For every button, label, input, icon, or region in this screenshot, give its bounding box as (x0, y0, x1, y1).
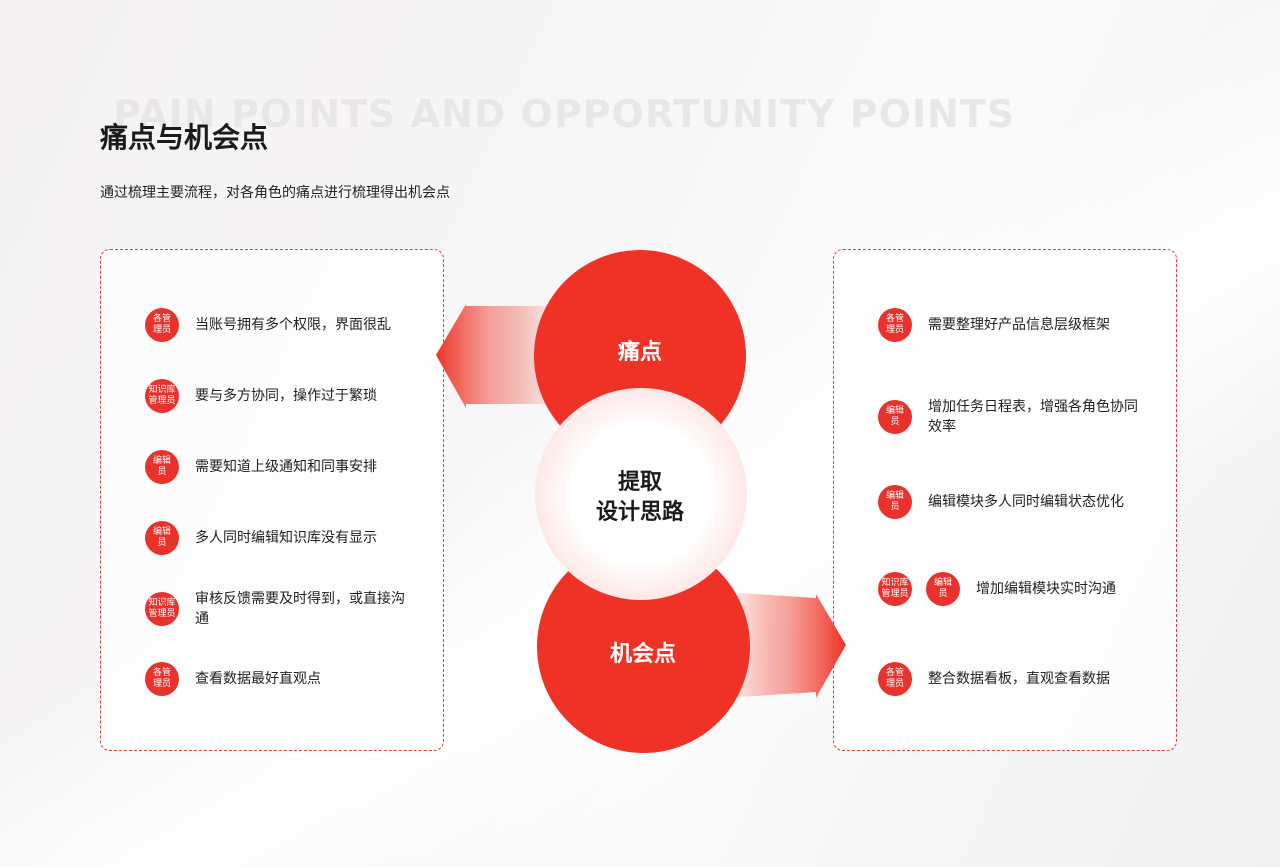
pain-point-text: 审核反馈需要及时得到，或直接沟通 (195, 591, 405, 627)
pain-point-item: 各管理员 查看数据最好直观点 (145, 662, 410, 696)
pain-point-item: 知识库管理员 要与多方协同，操作过于繁琐 (145, 379, 410, 413)
page-title: 痛点与机会点 (100, 121, 269, 154)
pain-point-text: 多人同时编辑知识库没有显示 (195, 530, 377, 546)
role-badge: 知识库管理员 (145, 592, 179, 626)
opportunity-circle-label: 机会点 (609, 642, 676, 667)
page-subtitle: 通过梳理主要流程，对各角色的痛点进行梳理得出机会点 (100, 185, 450, 201)
role-badge: 编辑员 (145, 521, 179, 555)
design-thinking-label: 提取 设计思路 (560, 468, 720, 528)
pain-point-text: 要与多方协同，操作过于繁琐 (195, 388, 377, 404)
pain-point-item: 编辑员 多人同时编辑知识库没有显示 (145, 521, 410, 555)
opportunity-text: 增加任务日程表，增强各角色协同效率 (928, 399, 1138, 435)
opportunity-item: 知识库管理员 编辑员 增加编辑模块实时沟通 (878, 572, 1146, 606)
left-arrow-icon (436, 304, 560, 408)
role-badge: 知识库管理员 (878, 572, 912, 606)
design-thinking-circle (535, 388, 747, 600)
pain-point-text: 需要知道上级通知和同事安排 (195, 459, 377, 475)
opportunity-text: 需要整理好产品信息层级框架 (928, 317, 1110, 333)
role-badge: 各管理员 (145, 662, 179, 696)
pain-point-item: 编辑员 需要知道上级通知和同事安排 (145, 450, 410, 484)
role-badge: 各管理员 (878, 662, 912, 696)
right-arrow-icon (725, 592, 846, 698)
design-thinking-line2: 设计思路 (595, 500, 684, 525)
opportunity-text: 编辑模块多人同时编辑状态优化 (928, 494, 1124, 510)
pain-point-item: 知识库管理员 审核反馈需要及时得到，或直接沟通 (145, 589, 410, 629)
pain-point-text: 当账号拥有多个权限，界面很乱 (195, 317, 391, 333)
opportunity-item: 编辑员 增加任务日程表，增强各角色协同效率 (878, 397, 1143, 437)
opportunity-item: 编辑员 编辑模块多人同时编辑状态优化 (878, 485, 1143, 519)
role-badge: 编辑员 (878, 485, 912, 519)
opportunities-panel: 各管理员 需要整理好产品信息层级框架 编辑员 增加任务日程表，增强各角色协同效率… (833, 249, 1177, 751)
opportunity-text: 增加编辑模块实时沟通 (976, 581, 1116, 597)
pain-points-panel: 各管理员 当账号拥有多个权限，界面很乱 知识库管理员 要与多方协同，操作过于繁琐… (100, 249, 444, 751)
role-badge: 编辑员 (878, 400, 912, 434)
opportunity-item: 各管理员 整合数据看板，直观查看数据 (878, 662, 1143, 696)
opportunity-item: 各管理员 需要整理好产品信息层级框架 (878, 308, 1143, 342)
pain-circle-label: 痛点 (617, 340, 662, 365)
role-badge: 编辑员 (926, 572, 960, 606)
role-badge: 编辑员 (145, 450, 179, 484)
pain-point-item: 各管理员 当账号拥有多个权限，界面很乱 (145, 308, 410, 342)
design-thinking-line1: 提取 (617, 470, 662, 495)
opportunity-text: 整合数据看板，直观查看数据 (928, 671, 1110, 687)
role-badge: 知识库管理员 (145, 379, 179, 413)
role-badge: 各管理员 (878, 308, 912, 342)
background-english-title: PAIN POINTS AND OPPORTUNITY POINTS (113, 92, 1016, 136)
role-badge: 各管理员 (145, 308, 179, 342)
pain-point-text: 查看数据最好直观点 (195, 671, 321, 687)
